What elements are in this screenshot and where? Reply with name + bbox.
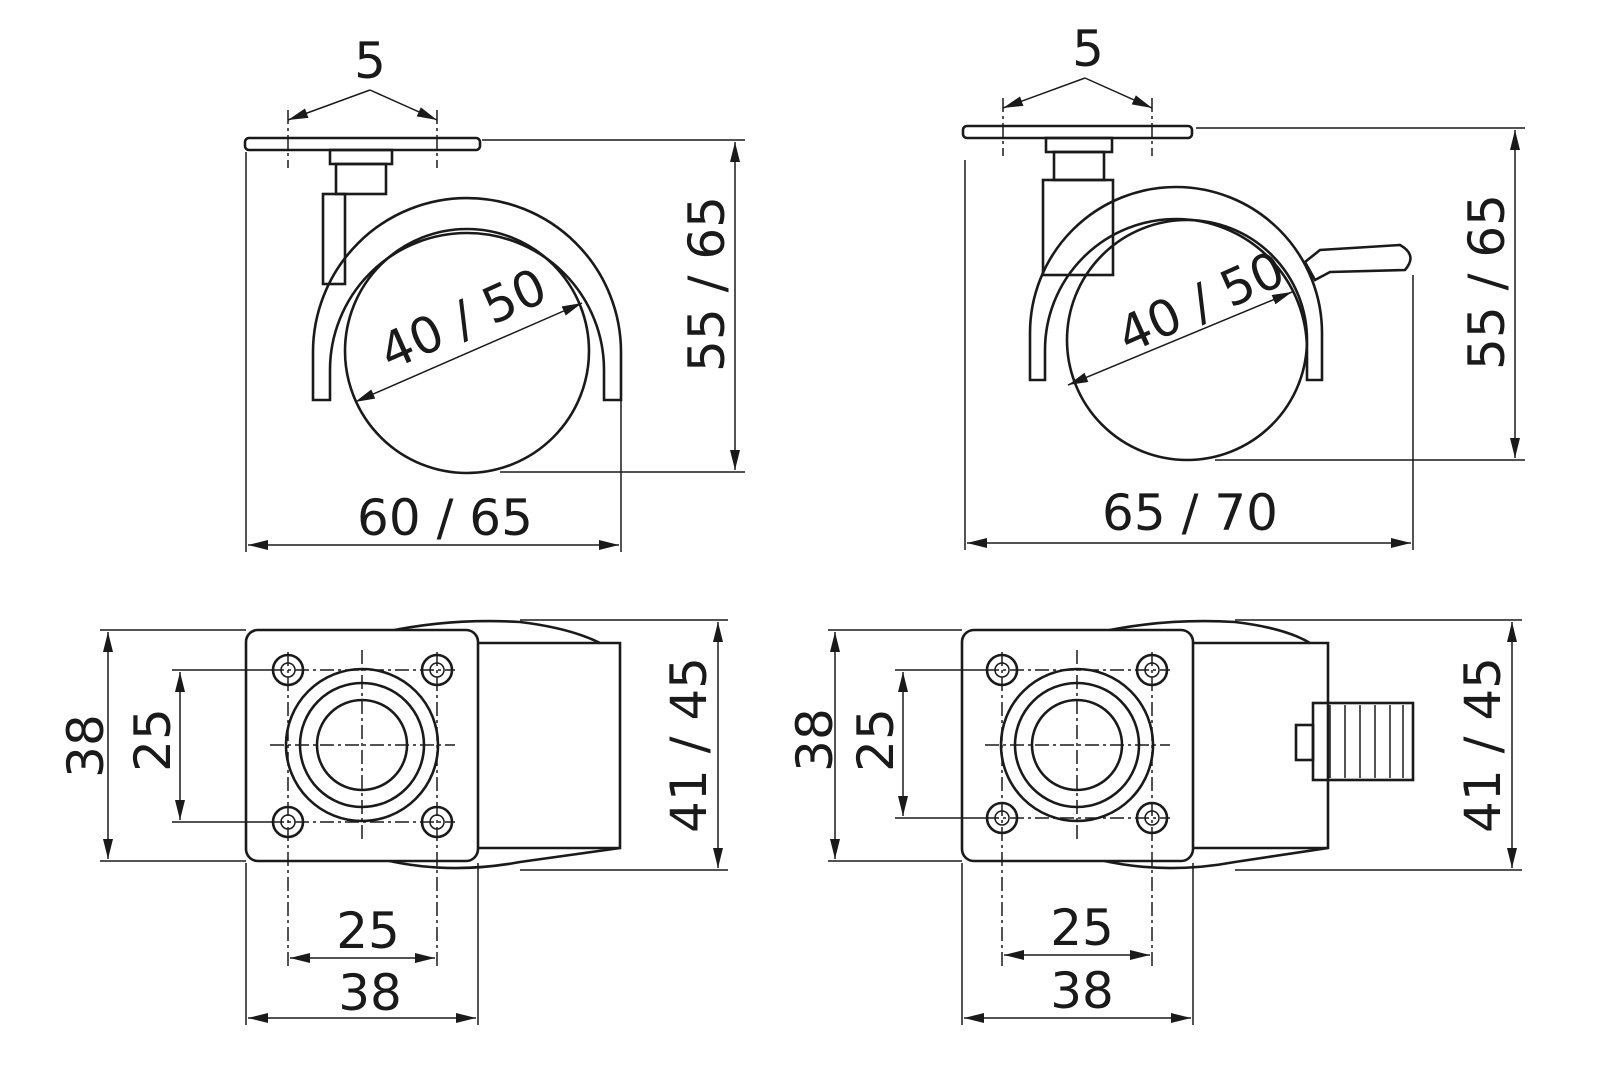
wheel-diameter-label: 40 / 50 bbox=[1109, 240, 1293, 365]
plate-width-label: 38 bbox=[1050, 962, 1114, 1020]
swivel-bearing bbox=[1044, 136, 1114, 154]
wheel-diameter-label: 40 / 50 bbox=[371, 257, 555, 382]
width-label: 41 / 45 bbox=[1454, 657, 1512, 833]
height-label: 55 / 65 bbox=[678, 196, 736, 372]
hole-spacing-horizontal-label: 25 bbox=[1050, 899, 1114, 957]
top-view-standard: 38 25 41 / 45 25 38 bbox=[57, 619, 728, 1025]
hole-spacing-vertical-label: 25 bbox=[847, 708, 905, 772]
length-label: 65 / 70 bbox=[1102, 484, 1278, 542]
wheel bbox=[1065, 218, 1309, 462]
plate-size-label: 38 bbox=[786, 708, 844, 772]
hole-spacing-horizontal-label: 25 bbox=[336, 902, 400, 960]
mounting-plate bbox=[243, 136, 482, 152]
plate-width-label: 38 bbox=[338, 964, 402, 1022]
height-label: 55 / 65 bbox=[1458, 194, 1516, 370]
hole-spacing-vertical-label: 25 bbox=[124, 708, 182, 772]
plate-spacing-label: 5 bbox=[1072, 20, 1104, 78]
width-label: 41 / 45 bbox=[660, 657, 718, 833]
top-view-brake: 38 25 41 / 45 25 38 bbox=[786, 619, 1522, 1025]
wheel-body bbox=[384, 619, 622, 870]
mounting-plate bbox=[961, 124, 1194, 140]
swivel-neck bbox=[334, 162, 388, 196]
plate-spacing-label: 5 bbox=[354, 32, 386, 90]
side-view-standard: 5 40 / 50 55 / 65 60 / 65 bbox=[243, 32, 745, 552]
wheel-body bbox=[1099, 619, 1330, 870]
brake-lever bbox=[1294, 701, 1415, 782]
plate-size-label: 38 bbox=[57, 714, 115, 778]
fork-stem bbox=[321, 192, 347, 286]
wheel bbox=[343, 227, 591, 475]
swivel-bearing bbox=[328, 148, 394, 166]
length-label: 60 / 65 bbox=[357, 489, 533, 547]
wheel-fork bbox=[1028, 185, 1324, 382]
brake-lever bbox=[1303, 243, 1412, 282]
swivel-neck bbox=[1052, 150, 1106, 182]
fork-stem bbox=[1041, 178, 1115, 277]
side-view-brake: 5 40 / 50 55 / 65 65 / 70 bbox=[961, 20, 1525, 550]
